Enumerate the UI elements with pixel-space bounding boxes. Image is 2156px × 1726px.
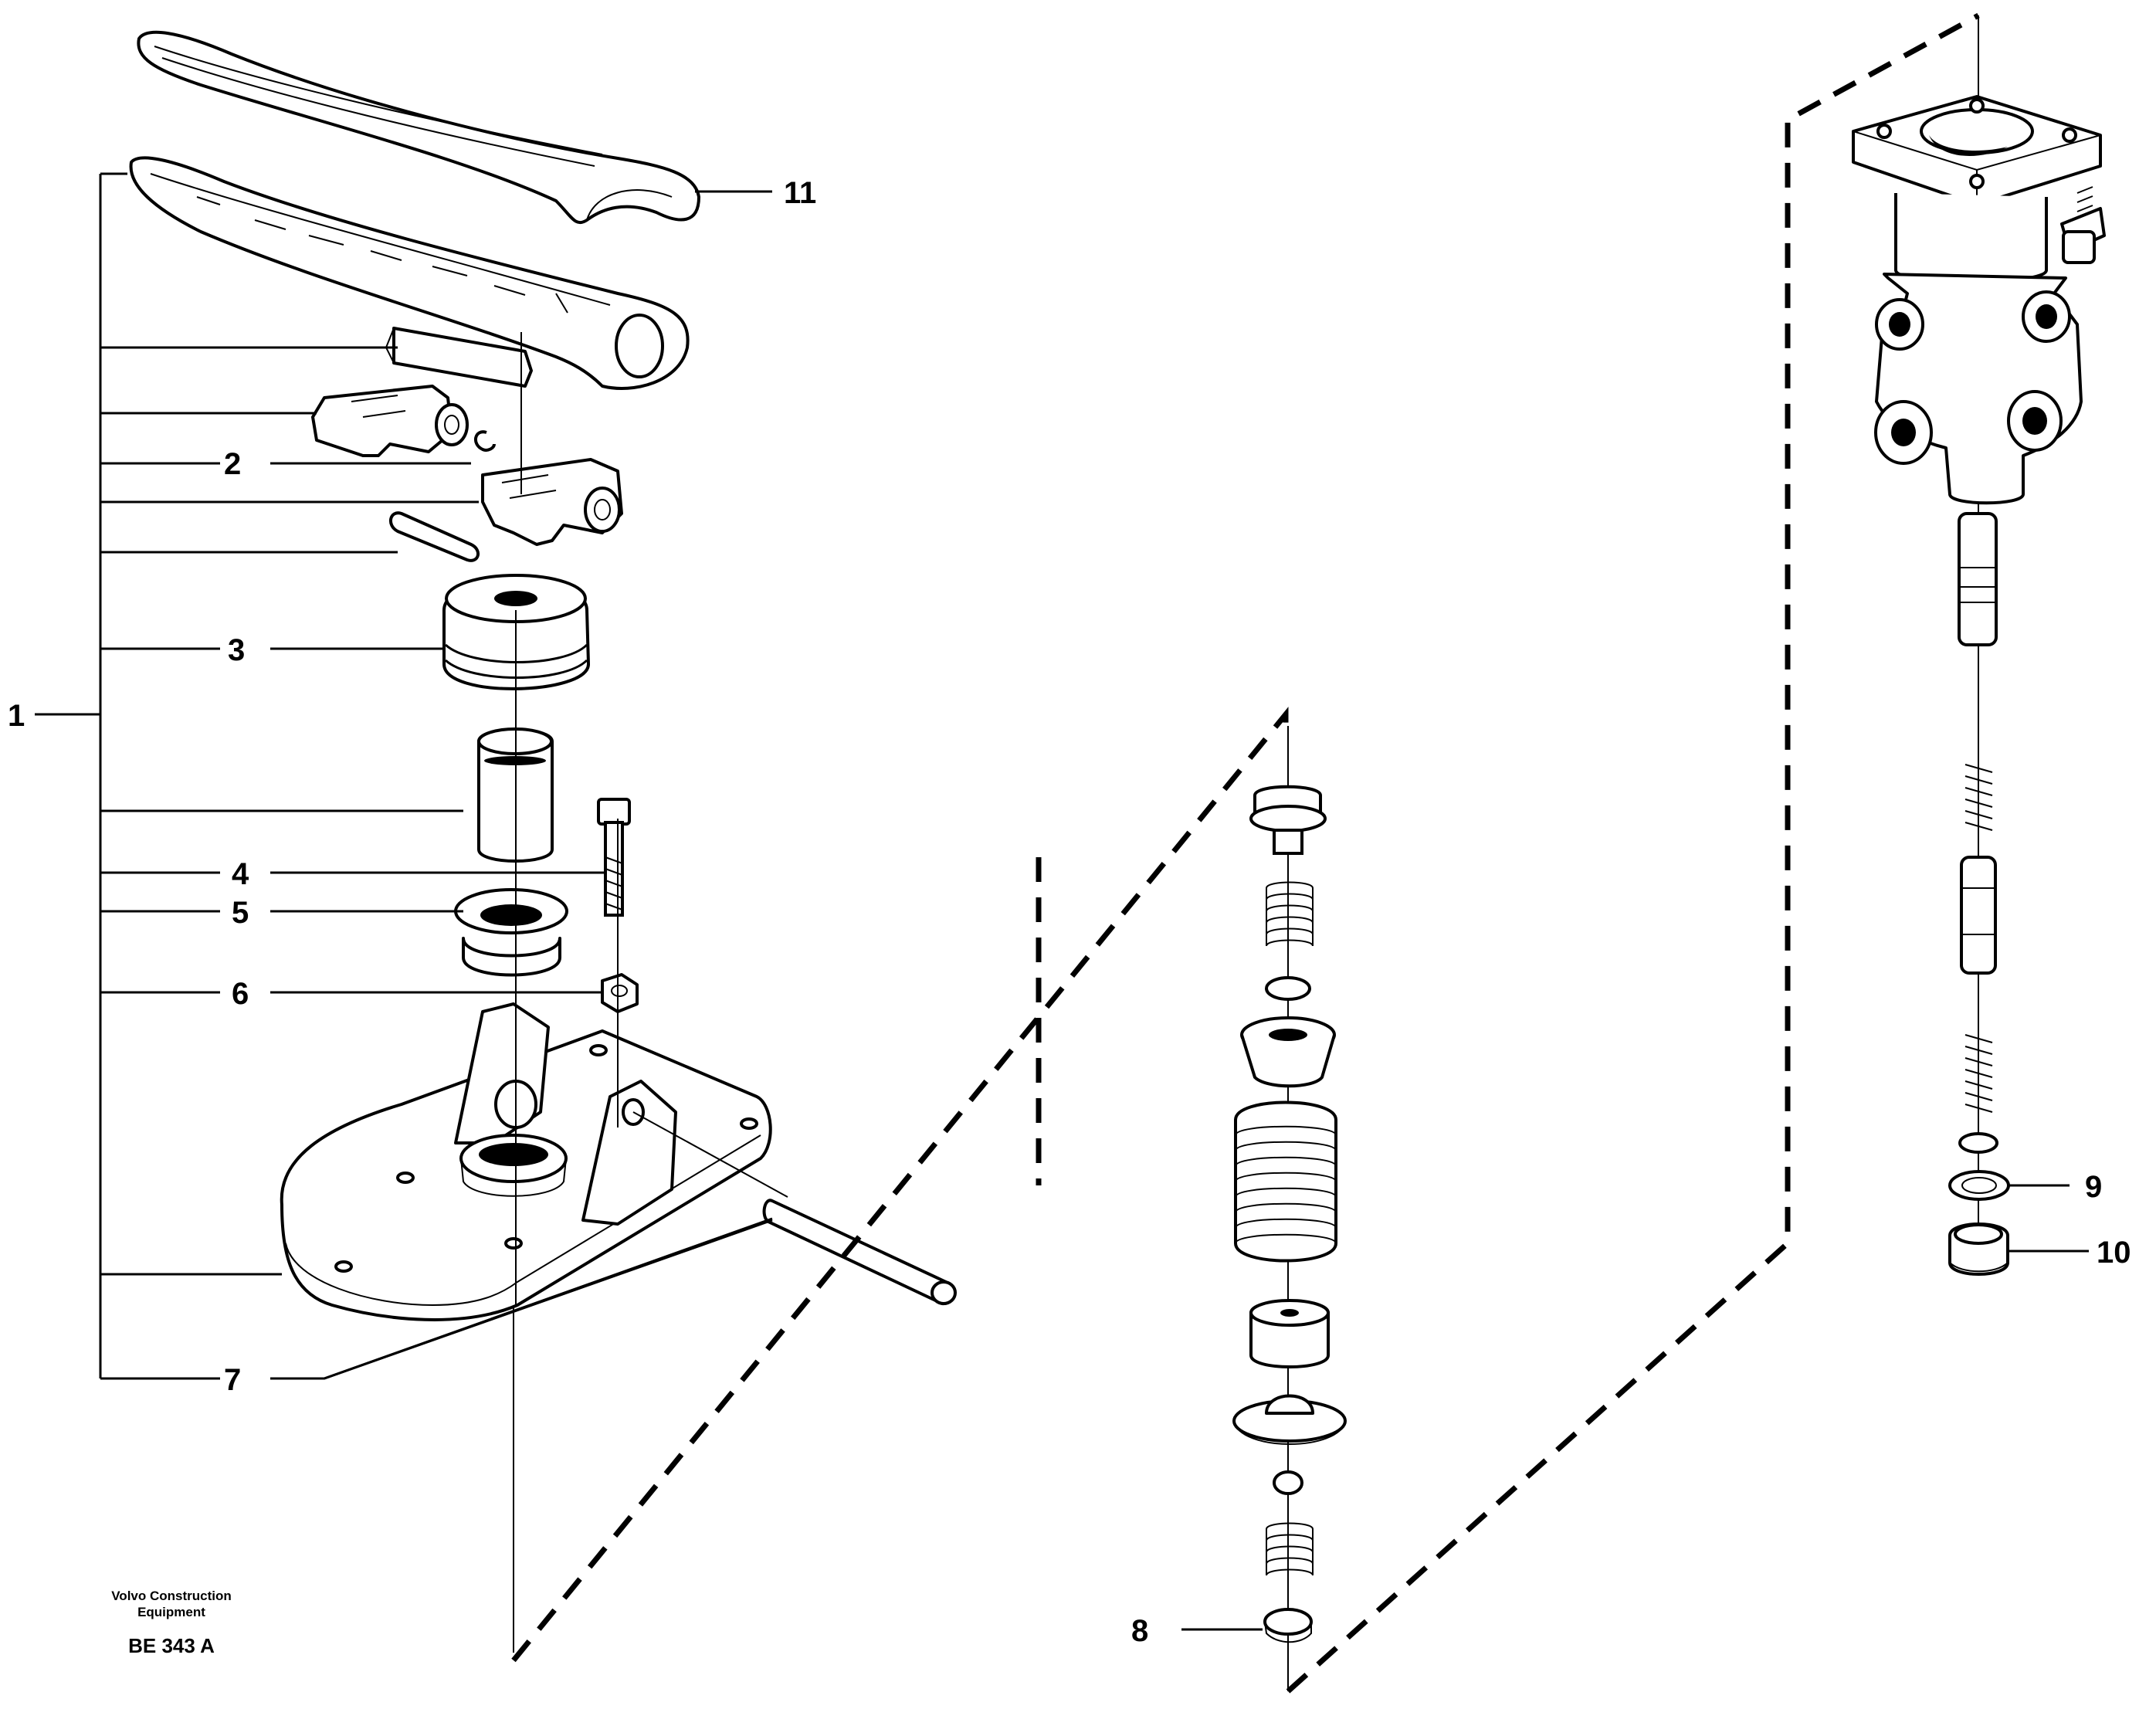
drawing-caption: Volvo Construction Equipment BE 343 A: [111, 1589, 232, 1657]
valve-body: [1874, 193, 2083, 505]
plunger-spring-upper: [1964, 764, 1993, 831]
callout-9: 9: [2085, 1170, 2102, 1204]
callout-5: 5: [232, 896, 249, 930]
callout-4: 4: [232, 857, 249, 891]
valve-flange: [1852, 95, 2102, 206]
small-washer: [1958, 1132, 1998, 1154]
valve-cap: [1249, 785, 1327, 855]
lower-spring: [1266, 1522, 1314, 1576]
washer: [1948, 1170, 2010, 1201]
bushing: [454, 888, 568, 977]
callout-2: 2: [224, 447, 241, 481]
company-name-line2: Equipment: [137, 1605, 205, 1619]
base-plate: [280, 1002, 772, 1321]
leader-lines: [270, 190, 2089, 1631]
callout-10: 10: [2097, 1236, 2131, 1270]
long-pin: [762, 1199, 957, 1306]
brake-valve: [1852, 15, 2106, 1276]
main-spring: [1234, 1100, 1337, 1263]
axis-line: [632, 1111, 788, 1198]
callout-labels: 1 2 3 4 5 6 7 8 9 10 11: [8, 176, 2131, 1648]
callout-3: 3: [228, 633, 245, 667]
clevis-bracket-upper: [311, 385, 496, 457]
callout-7: 7: [224, 1363, 241, 1397]
small-ring: [1273, 1470, 1303, 1495]
valve-internals: [1232, 726, 1347, 1691]
assembly-connector-lines: [511, 12, 1980, 1694]
bolt: [597, 798, 631, 917]
kit-bracket: [35, 172, 479, 1380]
callout-6: 6: [232, 977, 249, 1011]
o-ring: [1265, 976, 1311, 1001]
callout-1: 1: [8, 699, 25, 733]
plunger-spring-lower: [1964, 1034, 1993, 1113]
clevis-bracket-lower: [481, 458, 623, 546]
plunger-rod: [1960, 856, 1997, 975]
retaining-ring: [1263, 1608, 1313, 1643]
pedal-arm: [129, 156, 690, 390]
valve-disc: [1232, 1394, 1347, 1445]
upper-spring: [1266, 881, 1314, 947]
company-name-line1: Volvo Construction: [111, 1589, 232, 1603]
pin: [389, 511, 480, 562]
drawing-code: BE 343 A: [128, 1634, 215, 1657]
plug: [1948, 1222, 2009, 1276]
flange-screw: [2060, 186, 2106, 264]
spring-cup: [1249, 1299, 1330, 1368]
valve-plunger: [1958, 512, 1998, 646]
callout-8: 8: [1131, 1614, 1148, 1648]
pedal-assembly: [129, 30, 957, 1653]
nut: [601, 973, 639, 1013]
pedal-pad-cover: [137, 30, 700, 225]
callout-11: 11: [784, 176, 816, 210]
valve-seat: [1240, 1016, 1336, 1088]
